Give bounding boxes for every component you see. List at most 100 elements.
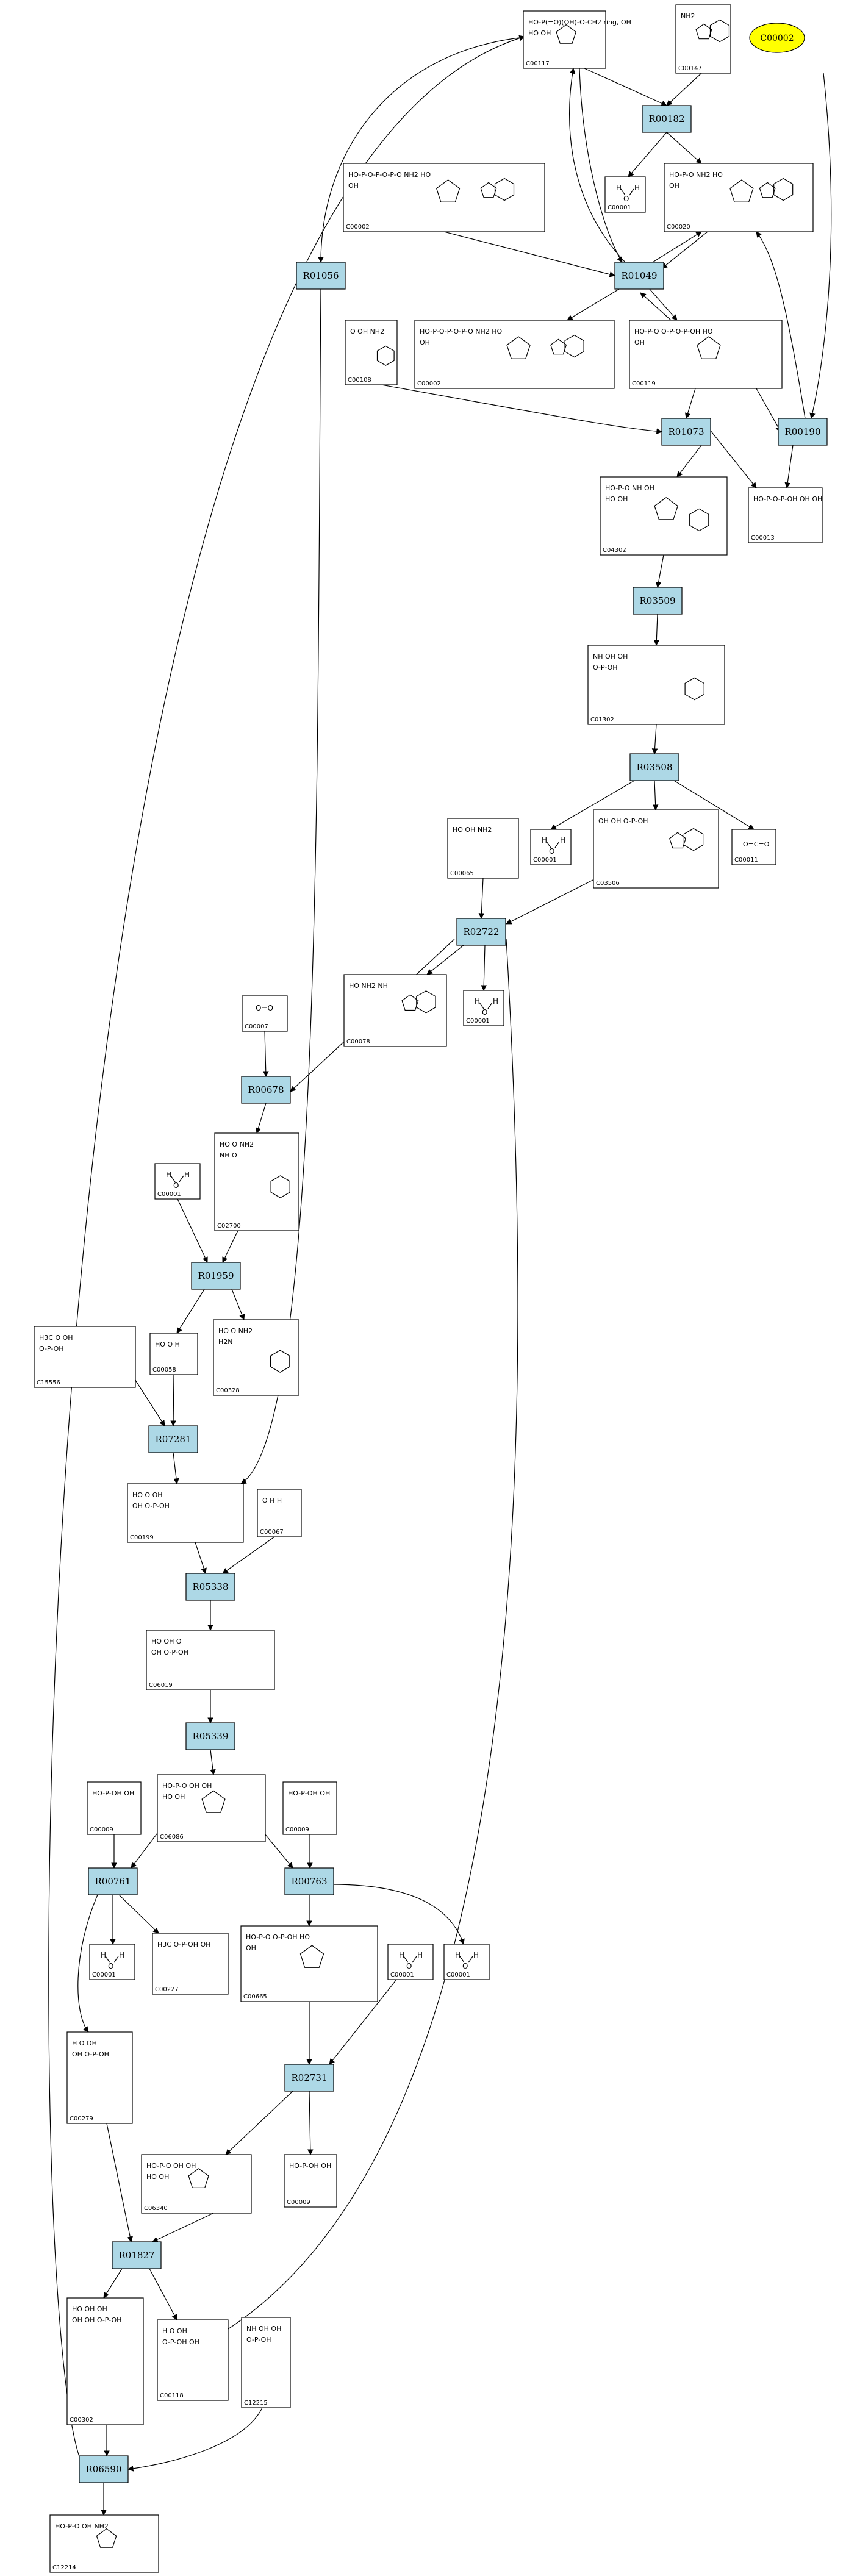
reaction-r00182[interactable]: R00182 <box>642 105 692 133</box>
reaction-r01827[interactable]: R01827 <box>112 2241 162 2269</box>
edge-layer <box>48 35 832 2516</box>
reaction-r07281[interactable]: R07281 <box>148 1425 198 1453</box>
reaction-r00190[interactable]: R00190 <box>778 418 828 446</box>
compound-label: C00001 <box>390 1972 414 1978</box>
compound-label: C00002 <box>346 224 370 231</box>
reaction-edge <box>443 231 615 277</box>
reaction-r00761[interactable]: R00761 <box>88 1867 138 1895</box>
reaction-r03509[interactable]: R03509 <box>633 587 683 615</box>
reaction-edge <box>378 384 662 434</box>
svg-text:O: O <box>108 1962 113 1970</box>
reaction-edge <box>652 231 702 263</box>
compound-label: C04302 <box>603 547 626 554</box>
reaction-r03508[interactable]: R03508 <box>629 753 679 781</box>
svg-text:NH O: NH O <box>220 1151 237 1159</box>
compound-label: C00009 <box>90 1826 113 1833</box>
reaction-edge <box>506 878 597 925</box>
reaction-edge <box>652 780 659 810</box>
reaction-r05338[interactable]: R05338 <box>185 1573 235 1601</box>
compound-label: C06340 <box>144 2205 168 2212</box>
reaction-r00678[interactable]: R00678 <box>241 1076 291 1104</box>
reaction-edge <box>118 1894 159 1934</box>
svg-text:HO-P-O O-P-O-P-OH HO: HO-P-O O-P-O-P-OH HO <box>634 327 713 335</box>
reaction-r01056[interactable]: R01056 <box>296 262 346 290</box>
reaction-edge <box>195 1542 207 1574</box>
reaction-r01073[interactable]: R01073 <box>661 418 711 446</box>
svg-text:O H H: O H H <box>262 1497 282 1504</box>
reaction-edge <box>152 2213 214 2242</box>
reaction-r05339[interactable]: R05339 <box>185 1722 235 1750</box>
reaction-edge <box>478 878 485 919</box>
highlight-node[interactable]: C00002 <box>749 23 805 53</box>
reaction-r01049[interactable]: R01049 <box>614 262 664 290</box>
reaction-edge <box>651 724 658 754</box>
svg-text:HO OH: HO OH <box>146 2173 169 2181</box>
svg-text:H: H <box>119 1951 124 1959</box>
reaction-r02731[interactable]: R02731 <box>284 2064 334 2092</box>
compound-label: C00009 <box>287 2199 310 2206</box>
compound-label: C00108 <box>348 377 371 384</box>
compound-label: C00001 <box>533 857 557 864</box>
reaction-edge <box>170 1374 176 1426</box>
reaction-r01959[interactable]: R01959 <box>191 1262 241 1290</box>
svg-text:HO OH OH: HO OH OH <box>72 2305 107 2313</box>
reaction-edge <box>103 2268 123 2299</box>
reaction-label: R05339 <box>192 1731 228 1742</box>
svg-text:O=O: O=O <box>256 1004 273 1012</box>
compound-label: C00007 <box>245 1023 268 1030</box>
svg-text:OH O-P-OH: OH O-P-OH <box>151 1648 188 1656</box>
reaction-r06590[interactable]: R06590 <box>79 2455 129 2483</box>
reaction-edge <box>210 1749 216 1775</box>
reaction-r00763[interactable]: R00763 <box>284 1867 334 1895</box>
reaction-edge <box>182 939 518 2355</box>
svg-text:H: H <box>634 184 640 192</box>
compound-c00007[interactable]: O=O C00007 <box>242 995 288 1032</box>
compound-label: C00001 <box>466 1018 490 1025</box>
reaction-label: R00761 <box>95 1876 131 1887</box>
reaction-r02722[interactable]: R02722 <box>456 918 506 946</box>
svg-text:O: O <box>462 1962 468 1970</box>
reaction-label: R00678 <box>248 1084 284 1095</box>
compound-label: C00302 <box>70 2417 93 2424</box>
